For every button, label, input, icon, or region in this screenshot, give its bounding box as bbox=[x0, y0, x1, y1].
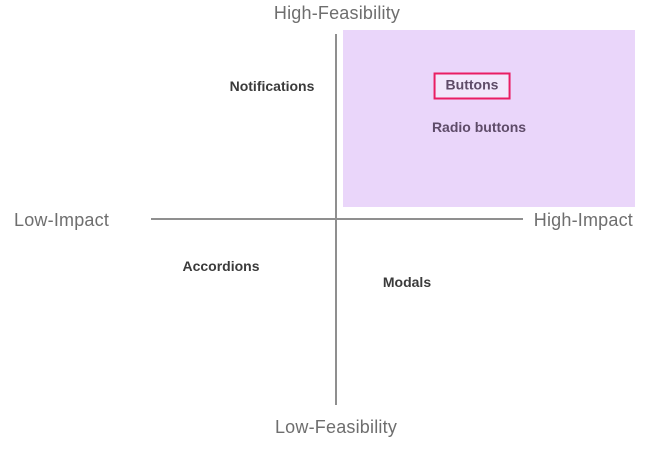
matrix-item-accordions[interactable]: Accordions bbox=[182, 258, 260, 274]
matrix-item-notifications[interactable]: Notifications bbox=[229, 78, 315, 94]
horizontal-axis-line bbox=[151, 218, 523, 220]
axis-label-low-impact: Low-Impact bbox=[14, 210, 110, 230]
matrix-item-buttons-label: Buttons bbox=[445, 76, 499, 93]
top-right-quadrant-highlight bbox=[343, 30, 635, 207]
axis-label-high-feasibility: High-Feasibility bbox=[273, 3, 401, 23]
axis-label-high-impact: High-Impact bbox=[533, 210, 633, 230]
matrix-item-radio-buttons[interactable]: Radio buttons bbox=[431, 119, 527, 135]
matrix-item-modals[interactable]: Modals bbox=[382, 274, 432, 290]
matrix-item-buttons-selected[interactable]: Buttons bbox=[433, 72, 511, 100]
axis-label-low-feasibility: Low-Feasibility bbox=[274, 417, 398, 437]
